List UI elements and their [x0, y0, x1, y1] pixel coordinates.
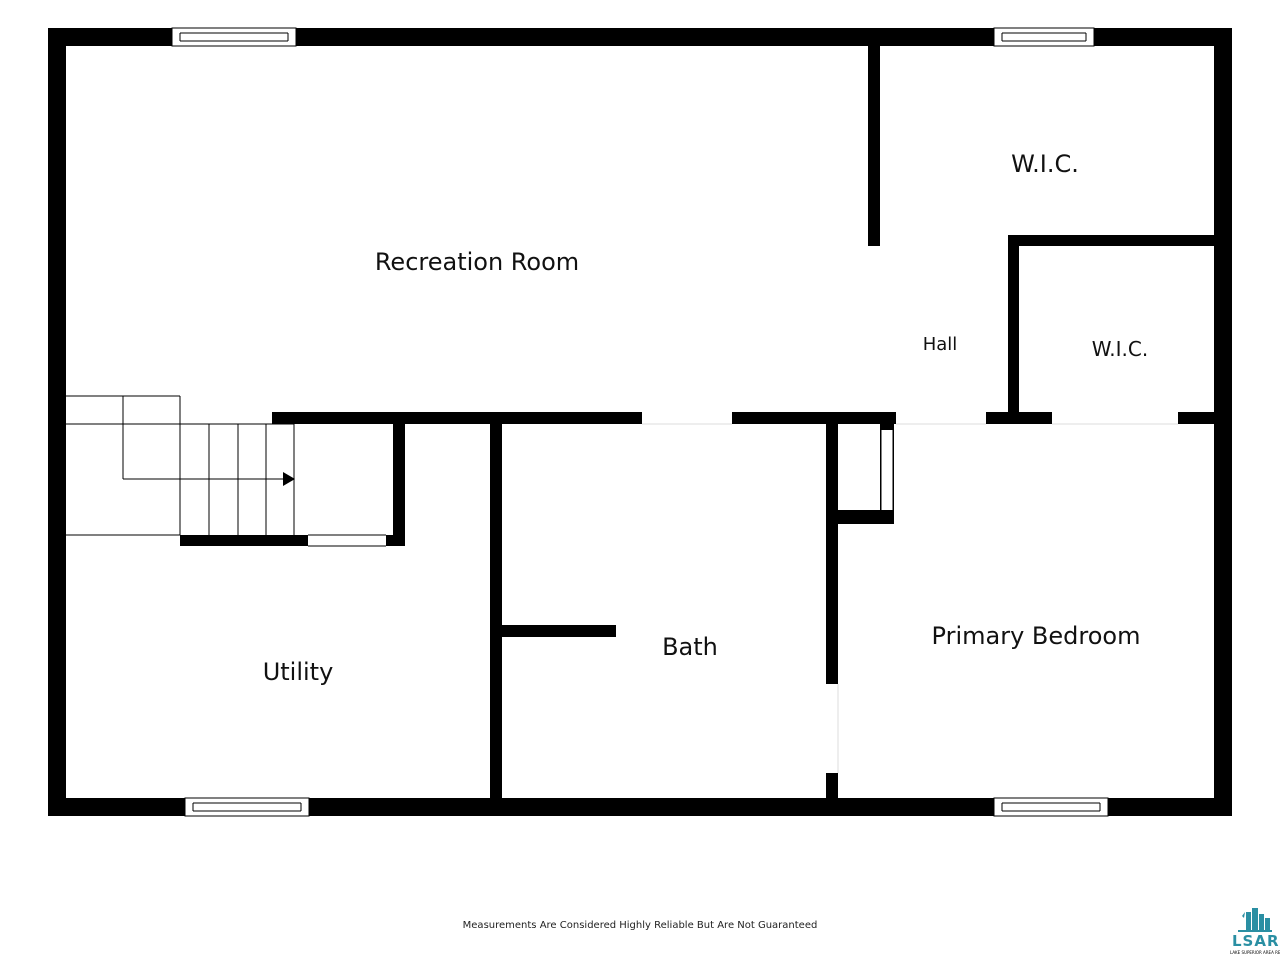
wall-utility-bath — [490, 424, 502, 798]
label-primary-bedroom: Primary Bedroom — [932, 622, 1141, 650]
door-openings — [308, 423, 1178, 773]
label-recreation-room: Recreation Room — [375, 248, 579, 276]
wall-mid-3 — [986, 412, 1052, 424]
wall-stair-bottom — [180, 535, 308, 546]
label-utility: Utility — [263, 658, 334, 686]
wall-stair-closet — [393, 424, 405, 546]
wall-top — [48, 28, 1232, 46]
wall-rec-wic — [868, 46, 880, 246]
window-bottom-left — [184, 797, 310, 817]
wall-bath-partial — [502, 625, 616, 637]
wall-bath-bedroom-1 — [826, 424, 838, 684]
wall-wic-lower-top — [1008, 235, 1214, 246]
exterior-walls — [48, 28, 1232, 816]
wall-bath-bedroom-2 — [826, 773, 838, 798]
stair-arrow-icon — [283, 472, 295, 486]
label-bath: Bath — [662, 633, 718, 661]
wall-mid-2 — [732, 412, 896, 424]
window-top-right — [993, 27, 1095, 47]
wall-mid-4 — [1178, 412, 1214, 424]
label-hall: Hall — [923, 334, 958, 355]
window-bottom-right — [993, 797, 1109, 817]
disclaimer-text: Measurements Are Considered Highly Relia… — [462, 920, 818, 931]
label-wic-upper: W.I.C. — [1011, 150, 1079, 178]
room-labels: Recreation Room W.I.C. Hall W.I.C. Utili… — [263, 150, 1149, 686]
interior-walls — [180, 46, 1214, 798]
label-wic-lower: W.I.C. — [1092, 337, 1148, 361]
lsar-logo-icon — [1238, 908, 1272, 932]
wall-wic-lower-left — [1008, 235, 1019, 424]
window-top-left — [171, 27, 297, 47]
wall-right — [1214, 28, 1232, 816]
wall-stair-bottom-2 — [386, 535, 405, 546]
wall-left — [48, 28, 66, 816]
logo-tagline: LAKE SUPERIOR AREA REALTORS, INC. — [1230, 950, 1280, 955]
wall-bottom — [48, 798, 1232, 816]
logo-name: LSAR — [1232, 932, 1280, 950]
closet-door — [880, 430, 894, 510]
wall-mid-1 — [272, 412, 642, 424]
windows — [171, 27, 1109, 817]
staircase — [66, 395, 295, 536]
